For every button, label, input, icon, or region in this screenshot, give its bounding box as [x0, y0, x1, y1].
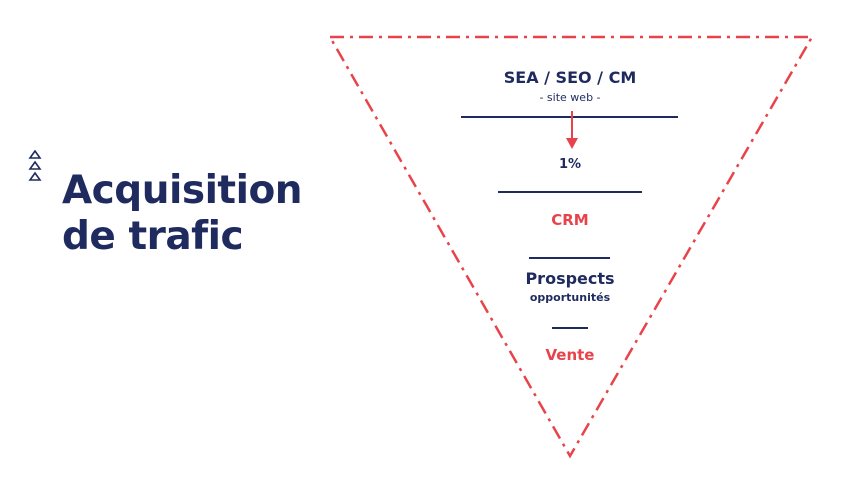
- arrow-down-icon: [566, 111, 578, 149]
- funnel-level-1-sublabel: - site web -: [539, 91, 601, 104]
- funnel-level-1-label: SEA / SEO / CM: [503, 68, 637, 87]
- stacked-triangles-icon: [28, 150, 42, 181]
- funnel-level-5-label: Vente: [545, 346, 595, 364]
- title-line-2: de trafic: [62, 214, 244, 259]
- funnel-level-2-label: 1%: [558, 157, 582, 172]
- funnel-level-4-label: Prospects: [525, 269, 615, 288]
- funnel-level-4-sublabel: opportunités: [529, 291, 611, 304]
- page-title: Acquisition de trafic: [62, 168, 303, 260]
- title-line-1: Acquisition: [62, 168, 303, 213]
- funnel-outline: [327, 35, 815, 459]
- funnel-level-3-label: CRM: [551, 211, 589, 229]
